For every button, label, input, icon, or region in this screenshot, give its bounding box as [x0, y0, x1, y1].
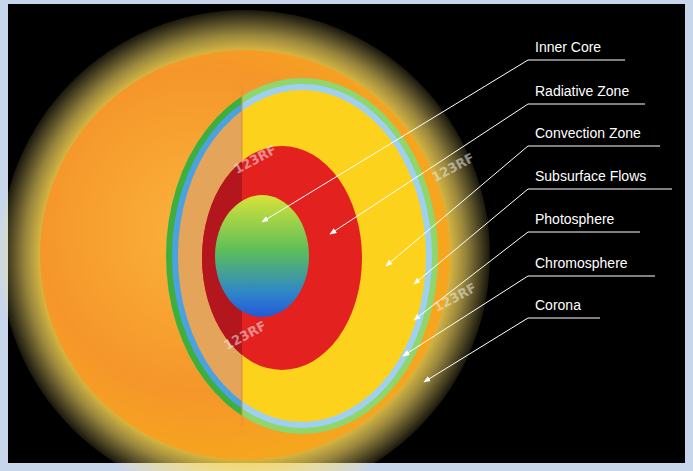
part-label: Radiative Zone	[535, 83, 629, 100]
sun-surface	[40, 50, 450, 460]
part-label: Corona	[535, 297, 581, 314]
watermark: 123RF	[221, 318, 269, 353]
part-label: Inner Core	[535, 39, 601, 56]
part-label: Photosphere	[535, 211, 614, 228]
part-label: Chromosphere	[535, 255, 628, 272]
part-label: Convection Zone	[535, 125, 641, 142]
watermark: 123RF	[429, 150, 477, 185]
watermark: 123RF	[431, 280, 479, 315]
part-label: Subsurface Flows	[535, 168, 646, 185]
watermark: 123RF	[231, 142, 279, 177]
leader-lines	[262, 60, 672, 382]
